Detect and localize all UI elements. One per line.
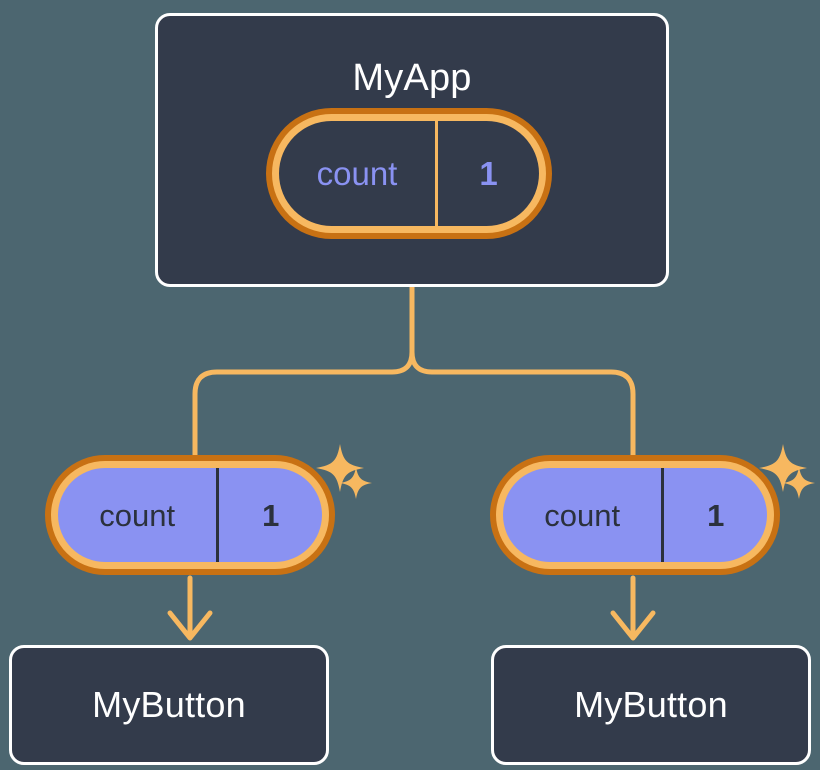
connector-branch-right — [409, 349, 636, 458]
arrow-head-left — [167, 610, 213, 641]
component-title-mybutton: MyButton — [92, 684, 246, 725]
component-title-mybutton: MyButton — [574, 684, 728, 725]
state-pill-ring-inner: count 1 — [272, 114, 546, 233]
state-pill-ring-inner: count 1 — [496, 461, 774, 569]
sparkle-icon-small-right — [783, 467, 815, 499]
state-key-label: count — [58, 468, 220, 562]
state-pill-body: count 1 — [279, 121, 539, 226]
component-card-mybutton-right[interactable]: MyButton — [491, 645, 811, 765]
arrow-head-right — [610, 610, 656, 641]
state-pill-left[interactable]: count 1 — [45, 455, 335, 575]
state-pill-right[interactable]: count 1 — [490, 455, 780, 575]
component-title-myapp: MyApp — [352, 57, 472, 99]
component-card-myapp[interactable]: MyApp — [155, 13, 669, 287]
connector-branch-left — [192, 349, 415, 458]
state-pill-body: count 1 — [58, 468, 322, 562]
state-key-label: count — [279, 121, 438, 226]
state-pill-ring-inner: count 1 — [51, 461, 329, 569]
state-value-label: 1 — [707, 497, 725, 533]
state-pill-myapp[interactable]: count 1 — [266, 108, 552, 239]
state-value-label: 1 — [479, 155, 498, 192]
component-card-mybutton-left[interactable]: MyButton — [9, 645, 329, 765]
state-value-label: 1 — [262, 497, 280, 533]
sparkle-icon-small-left — [340, 467, 372, 499]
state-key-label: count — [503, 468, 665, 562]
state-pill-body: count 1 — [503, 468, 767, 562]
